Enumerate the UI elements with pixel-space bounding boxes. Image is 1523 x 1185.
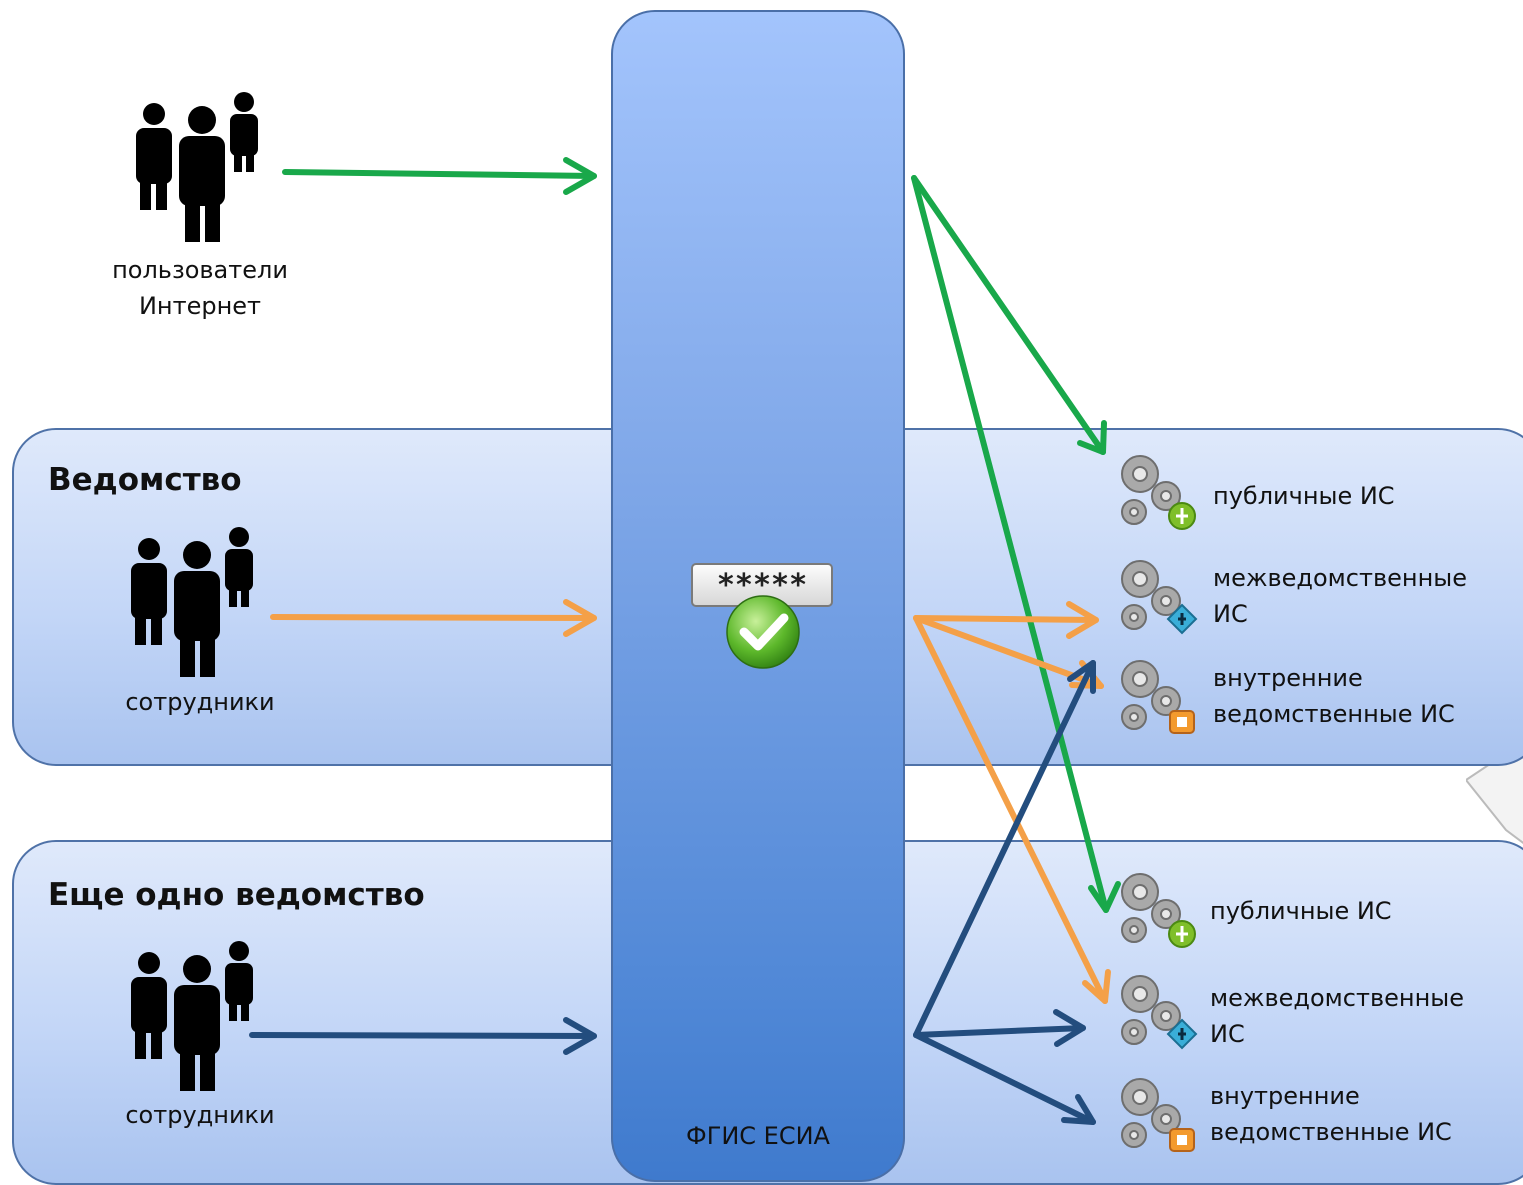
internal-is-gears-icon-2 [1121,1078,1195,1152]
internet-users-icon [136,92,258,242]
agency-1-employees-label: сотрудники [125,688,275,716]
internet-users-label-line1: пользователи [112,256,288,284]
internet-users-label: пользователи Интернет [95,252,305,324]
agency-2-system-1-label: публичные ИС [1210,897,1392,925]
agency-1-title: Ведомство [48,462,242,498]
agency-2-system-2-label: межведомственные ИС [1210,984,1464,1048]
agency-2-system-3-label: внутренние ведомственные ИС [1210,1082,1452,1146]
interagency-is-gears-icon-2 [1121,975,1198,1050]
interagency-is-gears-icon-1 [1121,560,1198,635]
esia-label: ФГИС ЕСИА [686,1122,830,1150]
agency-2-employees-label: сотрудники [125,1101,275,1129]
agency-1-arrows [270,599,1111,1004]
agency-2-employees-icon [131,941,253,1091]
public-is-gears-icon-2 [1121,873,1196,948]
agency-2-title: Еще одно ведомство [48,877,425,913]
agency-2-arrows [249,660,1096,1125]
public-is-gears-icon-1 [1121,455,1196,530]
agency-1-system-2-label: межведомственные ИС [1213,564,1467,628]
agency-1-employees-icon [131,527,253,677]
internet-arrows [282,157,1121,913]
agency-1-system-3-label: внутренние ведомственные ИС [1213,664,1455,728]
agency-1-system-1-label: публичные ИС [1213,482,1395,510]
password-check-icon: ***** [691,563,833,669]
internal-is-gears-icon-1 [1121,660,1195,734]
internet-users-label-line2: Интернет [138,292,262,320]
